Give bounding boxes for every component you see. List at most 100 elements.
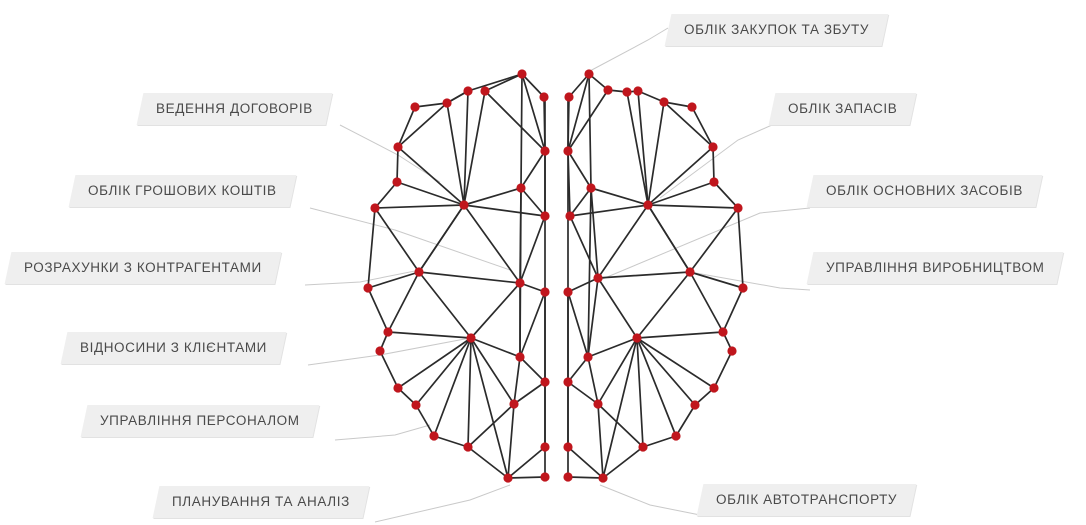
leader-line-zakupky (588, 28, 668, 72)
label-zakupky-ta-zbut: ОБЛІК ЗАКУПОК ТА ЗБУТУ (665, 14, 889, 46)
right-hemisphere-node (563, 442, 572, 451)
right-hemisphere-edge (598, 338, 637, 404)
left-hemisphere-edge (375, 205, 464, 208)
label-hroshovi-koshty: ОБЛІК ГРОШОВИХ КОШТІВ (69, 175, 296, 207)
left-hemisphere-edge (434, 436, 468, 447)
left-hemisphere-node (463, 442, 472, 451)
left-hemisphere-edge (471, 283, 520, 338)
left-hemisphere-node (509, 399, 518, 408)
right-hemisphere-node (685, 267, 694, 276)
left-hemisphere-node (429, 431, 438, 440)
left-hemisphere-node (393, 383, 402, 392)
left-hemisphere-node (383, 327, 392, 336)
left-hemisphere-edge (464, 188, 521, 205)
right-hemisphere-node (598, 473, 607, 482)
left-hemisphere-edge (521, 74, 522, 188)
right-hemisphere-node (565, 211, 574, 220)
right-hemisphere-edge (643, 436, 676, 447)
left-hemisphere-node (463, 86, 472, 95)
left-hemisphere-edge (419, 272, 471, 338)
left-hemisphere-edge (447, 103, 464, 205)
leader-line-klienty (308, 338, 470, 365)
left-hemisphere-edge (464, 205, 520, 283)
leader-line-planuvannia (375, 485, 510, 522)
leader-line-zapasy (660, 125, 772, 198)
left-hemisphere-edge (419, 205, 464, 272)
label-vedennia-dohovoriv: ВЕДЕННЯ ДОГОВОРІВ (137, 93, 333, 125)
left-hemisphere-edge (520, 188, 521, 357)
left-hemisphere-edge (397, 147, 398, 182)
right-hemisphere-node (564, 92, 573, 101)
left-hemisphere-node (515, 352, 524, 361)
network-nodes (363, 69, 747, 482)
right-hemisphere-edge (637, 338, 676, 436)
left-hemisphere-edge (471, 338, 520, 357)
left-hemisphere-edge (416, 405, 434, 436)
left-hemisphere-edge (468, 74, 522, 91)
left-hemisphere-edge (464, 205, 545, 216)
label-avtotransport: ОБЛІК АВТОТРАНСПОРТУ (697, 484, 917, 516)
label-planuvannia-analiz: ПЛАНУВАННЯ ТА АНАЛІЗ (153, 486, 370, 518)
right-hemisphere-node (671, 431, 680, 440)
left-hemisphere-edge (520, 216, 545, 283)
right-hemisphere-node (690, 400, 699, 409)
left-hemisphere-edge (380, 351, 398, 388)
right-hemisphere-edge (570, 205, 648, 216)
right-hemisphere-edge (588, 338, 637, 357)
left-hemisphere-edge (514, 357, 520, 404)
left-hemisphere-edge (508, 477, 545, 478)
leader-line-dohovory (340, 125, 440, 182)
left-hemisphere-edge (520, 292, 545, 357)
left-hemisphere-node (540, 287, 549, 296)
right-hemisphere-edge (713, 147, 714, 182)
label-osnovni-zasoby: ОБЛІК ОСНОВНИХ ЗАСОБІВ (807, 175, 1043, 207)
left-hemisphere-edge (471, 338, 508, 478)
left-hemisphere-node (540, 377, 549, 386)
left-hemisphere-node (414, 267, 423, 276)
right-hemisphere-node (622, 87, 631, 96)
right-hemisphere-edge (648, 205, 690, 272)
left-hemisphere-edge (388, 332, 471, 338)
leader-line-personal (335, 425, 430, 440)
left-hemisphere-edge (468, 338, 471, 447)
left-hemisphere-edge (398, 103, 447, 147)
right-hemisphere-node (632, 333, 641, 342)
left-hemisphere-node (392, 177, 401, 186)
left-hemisphere-edge (368, 208, 375, 288)
left-hemisphere-node (540, 211, 549, 220)
left-hemisphere-edge (508, 404, 514, 478)
left-hemisphere-edge (521, 188, 545, 216)
right-hemisphere-node (583, 352, 592, 361)
right-hemisphere-edge (568, 278, 598, 292)
right-hemisphere-edge (648, 102, 664, 205)
left-hemisphere-node (410, 102, 419, 111)
left-hemisphere-edge (468, 447, 508, 478)
left-hemisphere-node (540, 146, 549, 155)
right-hemisphere-node (643, 200, 652, 209)
left-hemisphere-edge (398, 147, 464, 205)
right-hemisphere-node (563, 472, 572, 481)
left-hemisphere-node (517, 69, 526, 78)
right-hemisphere-edge (568, 292, 588, 357)
right-hemisphere-edge (568, 447, 603, 478)
right-hemisphere-node (586, 183, 595, 192)
right-hemisphere-edge (570, 188, 591, 216)
right-hemisphere-node (709, 177, 718, 186)
left-hemisphere-node (375, 346, 384, 355)
left-hemisphere-edge (521, 151, 545, 188)
left-hemisphere-node (393, 142, 402, 151)
right-hemisphere-edge (598, 278, 637, 338)
right-hemisphere-edge (714, 182, 738, 208)
left-hemisphere-node (466, 333, 475, 342)
label-vidnosyny-klienty: ВІДНОСИНИ З КЛІЄНТАМИ (61, 332, 287, 364)
leader-line-hroshi (310, 208, 510, 270)
right-hemisphere-edge (637, 332, 723, 338)
left-hemisphere-edge (514, 382, 545, 404)
left-hemisphere-edge (419, 272, 520, 283)
left-hemisphere-edge (375, 182, 397, 208)
left-hemisphere-edge (368, 288, 388, 332)
right-hemisphere-edge (598, 404, 603, 478)
right-hemisphere-edge (714, 351, 732, 388)
left-hemisphere-edge (416, 338, 471, 405)
leader-line-vyrobnytstvo (690, 272, 810, 290)
